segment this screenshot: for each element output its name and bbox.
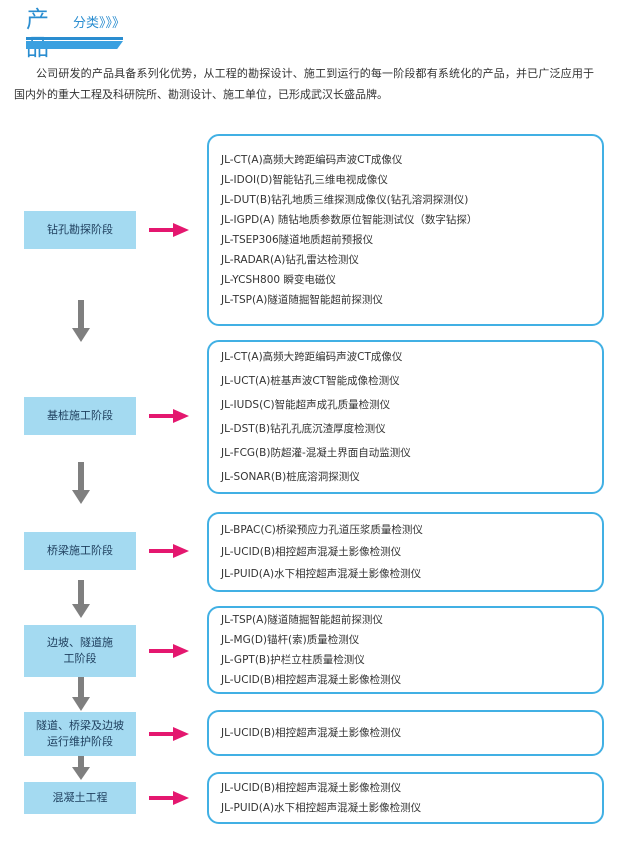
stage-label: 边坡、隧道施工阶段 [47, 636, 113, 665]
product-item: JL-IGPD(A) 随钻地质参数原位智能测试仪（数字钻探） [221, 214, 478, 226]
product-item: JL-TSEP306隧道地质超前预报仪 [221, 234, 374, 246]
stage-box-bridge: 桥梁施工阶段 [24, 532, 136, 570]
product-item: JL-MG(D)锚杆(索)质量检测仪 [221, 634, 360, 646]
product-panel-bridge: JL-BPAC(C)桥梁预应力孔道压浆质量检测仪 JL-UCID(B)相控超声混… [207, 512, 604, 592]
product-item: JL-IUDS(C)智能超声成孔质量检测仪 [221, 399, 391, 411]
stage-box-pile: 基桩施工阶段 [24, 397, 136, 435]
product-panel-concrete: JL-UCID(B)相控超声混凝土影像检测仪 JL-PUID(A)水下相控超声混… [207, 772, 604, 824]
product-item: JL-TSP(A)隧道随掘智能超前探测仪 [221, 294, 383, 306]
right-arrow-icon [149, 644, 189, 658]
stage-label: 基桩施工阶段 [47, 409, 113, 422]
section-subtitle: 分类》》》 [73, 16, 126, 31]
title-accent-bar [26, 41, 123, 49]
product-item: JL-UCT(A)桩基声波CT智能成像检测仪 [221, 375, 400, 387]
product-item: JL-UCID(B)相控超声混凝土影像检测仪 [221, 782, 402, 794]
product-panel-pile: JL-CT(A)高频大跨距编码声波CT成像仪 JL-UCT(A)桩基声波CT智能… [207, 340, 604, 494]
product-item: JL-CT(A)高频大跨距编码声波CT成像仪 [221, 351, 403, 363]
title-underline [26, 37, 123, 40]
down-arrow-icon [72, 677, 90, 711]
product-item: JL-PUID(A)水下相控超声混凝土影像检测仪 [221, 802, 422, 814]
product-item: JL-UCID(B)相控超声混凝土影像检测仪 [221, 674, 402, 686]
product-item: JL-FCG(B)防超灌-混凝土界面自动监测仪 [221, 447, 411, 459]
right-arrow-icon [149, 223, 189, 237]
down-arrow-icon [72, 462, 90, 504]
stage-label: 桥梁施工阶段 [47, 544, 113, 557]
right-arrow-icon [149, 727, 189, 741]
stage-box-drilling: 钻孔勘探阶段 [24, 211, 136, 249]
stage-label: 隧道、桥梁及边坡运行维护阶段 [36, 719, 124, 748]
product-item: JL-SONAR(B)桩底溶洞探测仪 [221, 471, 360, 483]
product-item: JL-RADAR(A)钻孔雷达检测仪 [221, 254, 359, 266]
product-item: JL-DUT(B)钻孔地质三维探测成像仪(钻孔溶洞探测仪) [221, 194, 469, 206]
product-item: JL-DST(B)钻孔孔底沉渣厚度检测仪 [221, 423, 386, 435]
product-item: JL-UCID(B)相控超声混凝土影像检测仪 [221, 546, 402, 558]
product-item: JL-BPAC(C)桥梁预应力孔道压浆质量检测仪 [221, 524, 423, 536]
product-panel-slope-tunnel: JL-TSP(A)隧道随掘智能超前探测仪 JL-MG(D)锚杆(索)质量检测仪 … [207, 606, 604, 694]
down-arrow-icon [72, 580, 90, 618]
product-item: JL-CT(A)高频大跨距编码声波CT成像仪 [221, 154, 403, 166]
product-item: JL-GPT(B)护栏立柱质量检测仪 [221, 654, 365, 666]
product-item: JL-YCSH800 瞬变电磁仪 [221, 274, 336, 286]
stage-box-concrete: 混凝土工程 [24, 782, 136, 814]
product-panel-maintenance: JL-UCID(B)相控超声混凝土影像检测仪 [207, 710, 604, 756]
product-item: JL-UCID(B)相控超声混凝土影像检测仪 [221, 727, 402, 739]
product-panel-drilling: JL-CT(A)高频大跨距编码声波CT成像仪 JL-IDOI(D)智能钻孔三维电… [207, 134, 604, 326]
intro-paragraph: 公司研发的产品具备系列化优势，从工程的勘探设计、施工到运行的每一阶段都有系统化的… [14, 67, 594, 101]
right-arrow-icon [149, 791, 189, 805]
product-item: JL-PUID(A)水下相控超声混凝土影像检测仪 [221, 568, 422, 580]
stage-label: 钻孔勘探阶段 [47, 223, 113, 236]
down-arrow-icon [72, 300, 90, 342]
stage-box-slope-tunnel: 边坡、隧道施工阶段 [24, 625, 136, 677]
stage-box-maintenance: 隧道、桥梁及边坡运行维护阶段 [24, 712, 136, 756]
product-item: JL-IDOI(D)智能钻孔三维电视成像仪 [221, 174, 388, 186]
product-item: JL-TSP(A)隧道随掘智能超前探测仪 [221, 614, 383, 626]
right-arrow-icon [149, 409, 189, 423]
right-arrow-icon [149, 544, 189, 558]
down-arrow-icon [72, 756, 90, 780]
section-title: 产品 [26, 7, 49, 61]
stage-label: 混凝土工程 [52, 791, 108, 804]
